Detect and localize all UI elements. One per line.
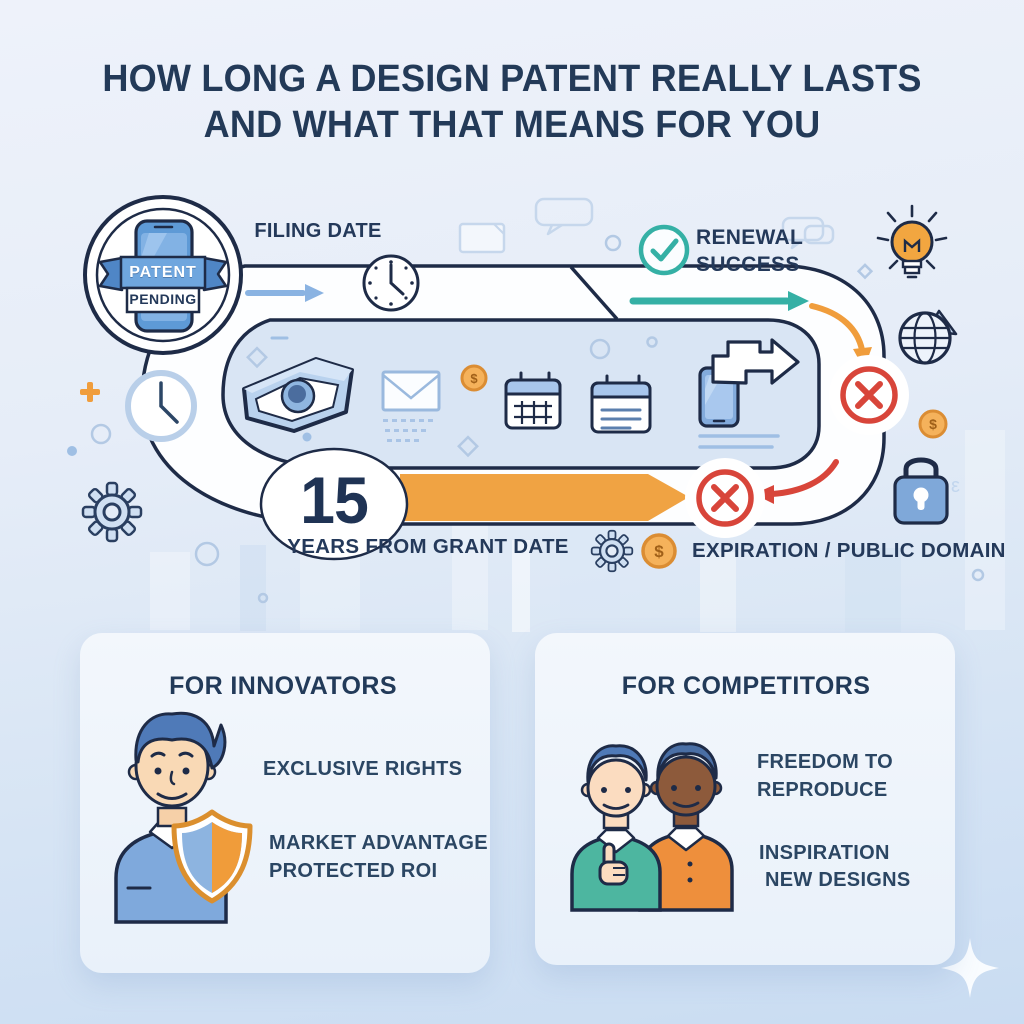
lightbulb-icon bbox=[876, 204, 948, 279]
page-title-line2: AND WHAT THAT MEANS FOR YOU bbox=[203, 104, 821, 146]
envelope-icon bbox=[381, 370, 441, 442]
competitors-point-3: INSPIRATION bbox=[759, 842, 890, 864]
patent-badge-top-label: PATENT bbox=[129, 264, 197, 281]
phone-transfer-icon bbox=[698, 338, 800, 449]
duration-number: 15 bbox=[300, 463, 369, 537]
competitors-point-4: NEW DESIGNS bbox=[765, 869, 911, 891]
decor-circles bbox=[90, 234, 985, 604]
innovators-point-1: EXCLUSIVE RIGHTS bbox=[263, 758, 463, 780]
check-circle-icon bbox=[638, 224, 690, 276]
thumbs-up-people-icon bbox=[570, 742, 734, 912]
expiration-label: EXPIRATION / PUBLIC DOMAIN bbox=[692, 539, 1006, 562]
document-icon bbox=[458, 222, 506, 254]
text-dashes bbox=[383, 419, 433, 442]
shield-person-icon bbox=[114, 711, 253, 924]
decor-shapes: ε bbox=[67, 197, 985, 604]
x-circle-renewal-fail-icon bbox=[829, 355, 909, 435]
duration-bubble bbox=[259, 447, 409, 561]
renewal-label-line1: RENEWAL bbox=[696, 226, 804, 249]
renewal-label-line2: SUCCESS bbox=[696, 253, 800, 276]
plus-icon bbox=[80, 382, 100, 402]
eye-camera-icon bbox=[242, 357, 354, 433]
grant-clock-icon bbox=[125, 370, 197, 442]
thumbs-up-hand bbox=[598, 842, 629, 886]
filing-clock-icon bbox=[362, 254, 420, 312]
dollar-coin-icon: $ bbox=[460, 364, 488, 392]
double-speech-bubble-icon bbox=[781, 216, 835, 250]
innovators-card: FOR INNOVATORS EXCLUSIVE RIGHTS MARKET A… bbox=[80, 633, 490, 973]
patent-badge-bottom-label: PENDING bbox=[129, 291, 197, 307]
decor-dots bbox=[67, 432, 312, 456]
duration-bar bbox=[400, 474, 689, 521]
dollar-coin-expiration-icon: $ bbox=[641, 533, 677, 569]
dollar-coin-right-icon: $ bbox=[918, 409, 948, 439]
gear-icon-expiration bbox=[590, 529, 634, 573]
dollar-glyph: $ bbox=[654, 542, 664, 561]
ribbon-banner bbox=[98, 255, 228, 314]
innovators-card-title: FOR INNOVATORS bbox=[169, 672, 397, 700]
duration-label: YEARS FROM GRANT DATE bbox=[287, 535, 569, 558]
globe-icon bbox=[898, 309, 958, 365]
calendar-grid-icon bbox=[504, 371, 562, 430]
teal-arrow-right-icon bbox=[629, 291, 809, 311]
innovators-point-3: PROTECTED ROI bbox=[269, 860, 438, 882]
document-fold bbox=[493, 223, 505, 235]
calendar-lines-icon bbox=[590, 374, 652, 434]
dollar-glyph: $ bbox=[470, 371, 478, 386]
page-title-line1: HOW LONG A DESIGN PATENT REALLY LASTS bbox=[102, 58, 922, 100]
lock-icon bbox=[893, 457, 949, 525]
track-merge-line bbox=[569, 265, 619, 321]
sparkle-icon bbox=[941, 938, 999, 998]
decor-diamonds bbox=[246, 263, 874, 458]
competitors-point-2: REPRODUCE bbox=[757, 779, 888, 801]
dollar-glyph: $ bbox=[929, 416, 937, 432]
competitors-point-1: FREEDOM TO bbox=[757, 751, 893, 773]
decor-squiggle: ε bbox=[951, 475, 960, 497]
gear-icon-left bbox=[81, 481, 143, 543]
x-circle-expiration-icon bbox=[685, 458, 765, 538]
competitors-card-title: FOR COMPETITORS bbox=[621, 672, 871, 700]
innovators-point-2: MARKET ADVANTAGE bbox=[269, 832, 488, 854]
speech-bubble-icon bbox=[534, 197, 594, 236]
filing-date-label: FILING DATE bbox=[254, 220, 382, 242]
competitors-card: FOR COMPETITORS FREEDOM TO bbox=[535, 633, 955, 965]
blue-arrow-right-icon bbox=[245, 284, 324, 302]
patent-pending-phone-badge bbox=[83, 195, 243, 355]
